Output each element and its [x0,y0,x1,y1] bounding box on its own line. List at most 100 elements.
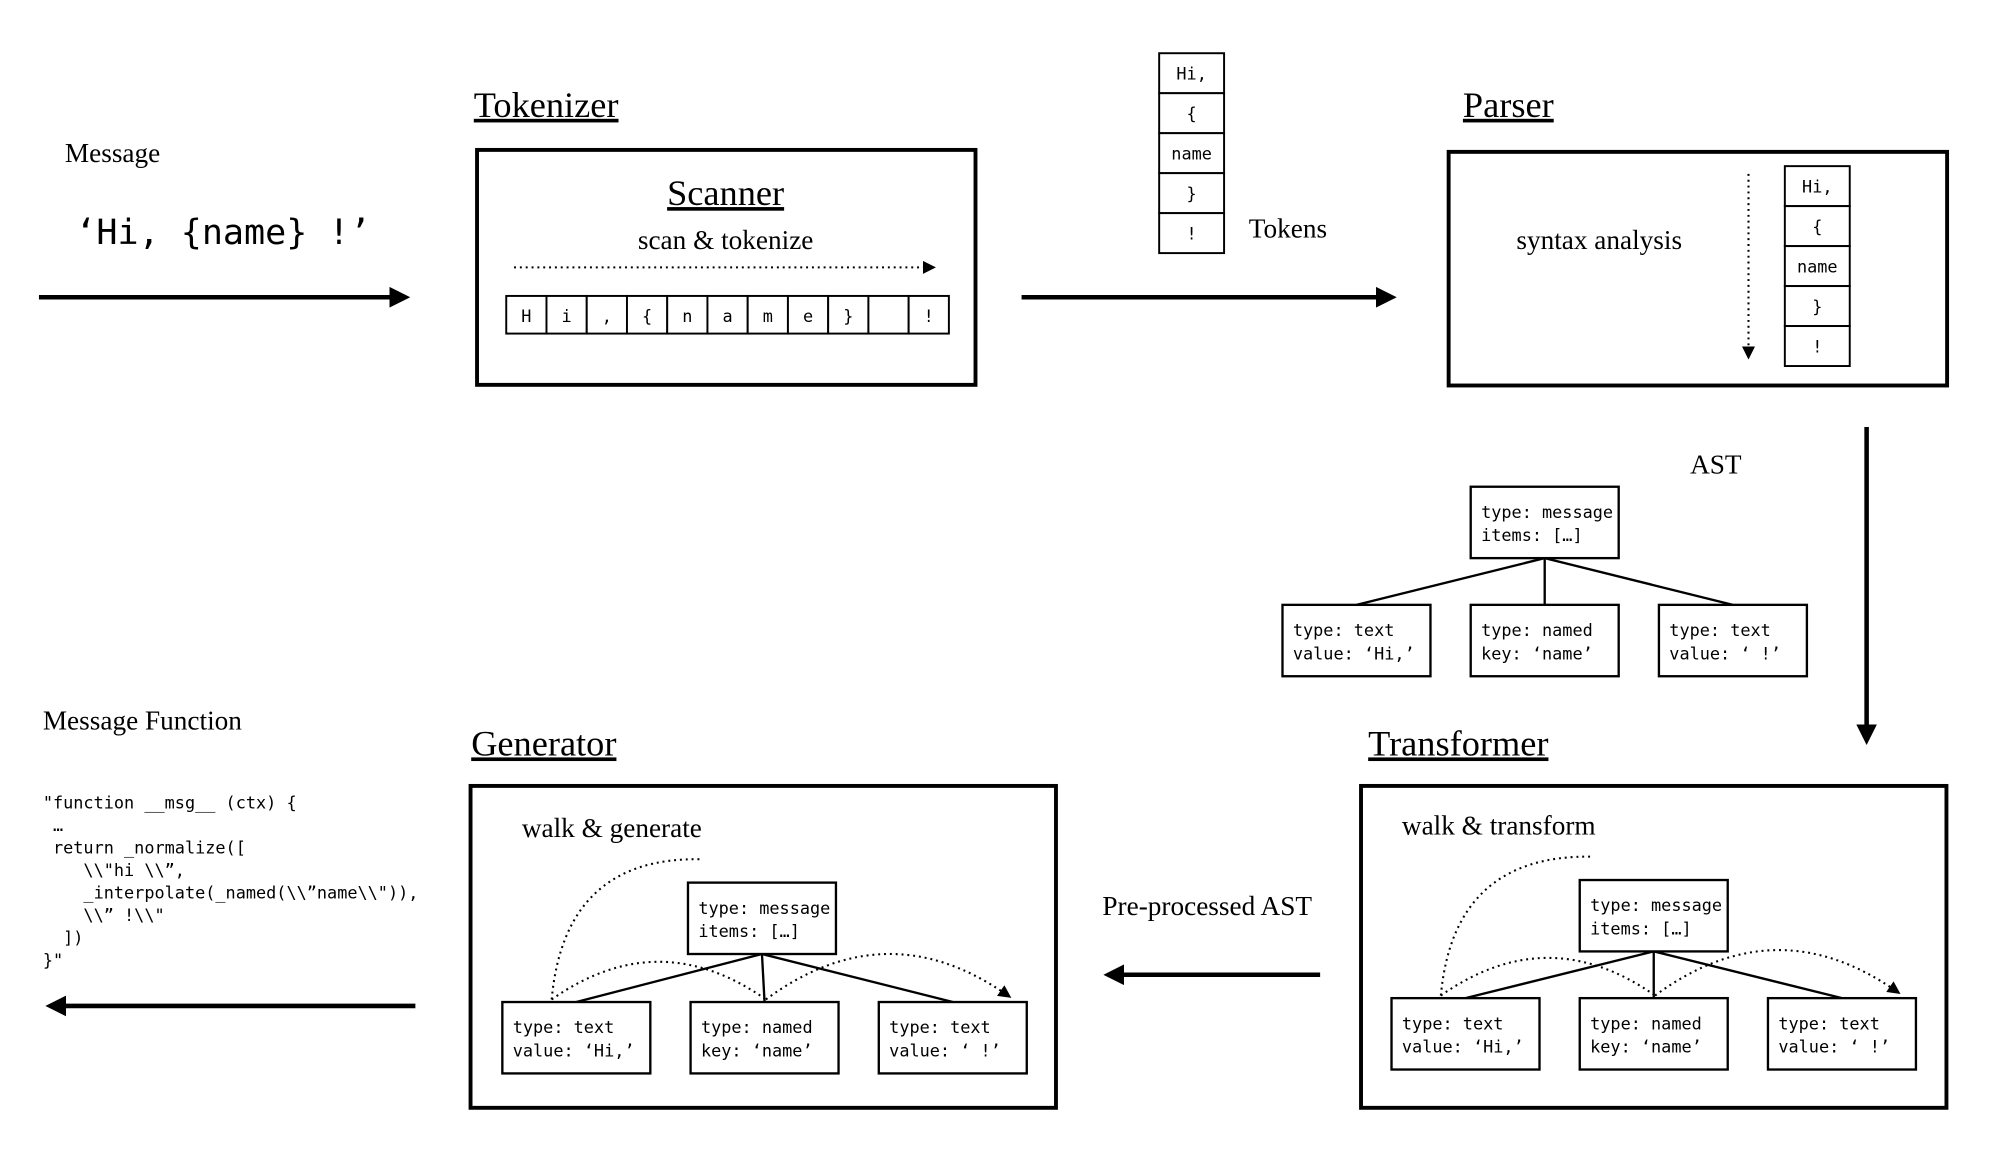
ast-root-node-line-1: type: message [698,898,830,918]
char-cell-text: i [562,306,572,326]
char-cell-text: n [682,306,692,326]
char-cell-text: H [521,306,531,326]
transformer-title: Transformer [1368,723,1548,763]
token-cell [1158,212,1226,255]
token-cell [1783,285,1851,328]
ast-root-node [686,881,838,956]
ast-child-node [1390,996,1541,1071]
ast-root-node-line-2: items: […] [1590,919,1692,939]
ast-child-node-line-1: type: text [513,1017,615,1037]
ast-root-node-line-1: type: message [1481,502,1613,522]
transformer-tree: type: message items: […] type: text value: … [1390,855,1918,1071]
char-cell-text: { [642,306,652,326]
char-cell-text: a [722,306,732,326]
code-line: "function __msg__ (ctx) { [43,793,297,813]
char-cell [505,294,548,335]
tree-edge [1544,556,1734,606]
scanner-title: Scanner [667,173,784,213]
ast-child-node [1657,603,1809,678]
ast-child-node [1766,996,1918,1071]
token-text: ! [1187,224,1197,244]
char-cell [746,294,789,335]
scanner-caption: scan & tokenize [638,225,814,255]
char-cell [867,294,910,335]
token-cell [1783,165,1851,208]
token-text: Hi, [1176,64,1206,84]
ast-child-node-line-1: type: text [889,1017,991,1037]
token-stack: Hi, { name}! [1158,52,1226,255]
parser-title: Parser [1463,85,1554,125]
char-cell-text: ! [924,306,934,326]
token-cell [1783,245,1851,288]
code-line: \\” !\\" [43,905,165,925]
tree-edge [1465,950,1655,1000]
ast-child-node-line-2: value: ‘ !’ [1778,1037,1890,1057]
char-cell [625,294,669,335]
parser-caption: syntax analysis [1516,225,1682,255]
ast-child-node-line-2: key: ‘name’ [1481,643,1593,663]
ast-root-node [1578,878,1729,953]
char-cell [907,294,950,335]
ast-child-node-line-2: value: ‘ !’ [889,1041,1001,1061]
char-cell [827,294,870,335]
generator-title: Generator [471,723,616,763]
ast-child-node [1578,996,1729,1071]
char-cell [706,294,749,335]
ast-child-node-line-1: type: named [1481,620,1593,640]
ast-child-node [877,1000,1028,1075]
ast-root-node [1469,485,1620,560]
token-text: Hi, [1802,177,1832,197]
tree-edge [761,952,954,1004]
message-function-code: "function __msg__ (ctx) { … return _norm… [43,793,419,970]
tokens-label: Tokens [1249,214,1327,244]
char-cell-text: } [843,306,853,326]
ast-root-node-line-1: type: message [1590,895,1722,915]
ast-child-node-line-2: value: ‘Hi,’ [1293,643,1415,663]
ast-child-node-line-1: type: text [1293,620,1395,640]
walk-path-1 [551,960,767,1001]
char-cell [585,294,628,335]
ast-child-node-line-1: type: text [1669,620,1771,640]
ast-child-node-line-1: type: named [1590,1013,1702,1033]
ast-child-node-line-2: value: ‘Hi,’ [513,1041,635,1061]
parser-box [1446,149,1950,388]
walk-path-up [1439,855,1593,996]
code-line: ]) [43,927,84,947]
message-label: Message [65,138,160,168]
walk-path-2 [1654,949,1901,997]
message-value: ‘Hi, {name} !’ [75,212,370,253]
token-text: } [1187,184,1197,204]
token-cell [1158,172,1226,215]
ast-child-node [1469,603,1620,678]
generator-caption: walk & generate [522,813,702,843]
walk-path-2 [765,952,1012,1001]
char-cell [666,294,709,335]
code-line: return _normalize([ [43,838,246,858]
tree-edge [1653,950,1843,1000]
ast-child-node-line-2: key: ‘name’ [701,1041,813,1061]
token-text: { [1187,104,1197,124]
token-text: { [1812,217,1822,237]
ast-root-node-line-2: items: […] [1481,525,1583,545]
char-cell [786,294,830,335]
ast-child-node-line-1: type: text [1402,1013,1504,1033]
transformer-caption: walk & transform [1402,811,1596,841]
code-line: \\"hi \\”, [43,860,185,880]
ast-child-node-line-1: type: text [1778,1013,1880,1033]
code-line: _interpolate(_named(\\”name\\")), [43,882,419,902]
token-text: name [1171,144,1212,164]
walk-path-1 [1440,956,1656,997]
ast-child-node-line-2: key: ‘name’ [1590,1037,1702,1057]
char-cell-text: e [803,306,813,326]
ast-child-node [689,1000,840,1075]
tree-edge [1356,556,1545,606]
char-cell-text: m [763,306,773,326]
walk-path-up [550,858,701,1000]
ast-child-node-line-2: value: ‘ !’ [1669,643,1781,663]
ast-child-node-line-2: value: ‘Hi,’ [1402,1037,1524,1057]
tree-edge [760,953,766,1003]
code-line: … [43,815,63,835]
